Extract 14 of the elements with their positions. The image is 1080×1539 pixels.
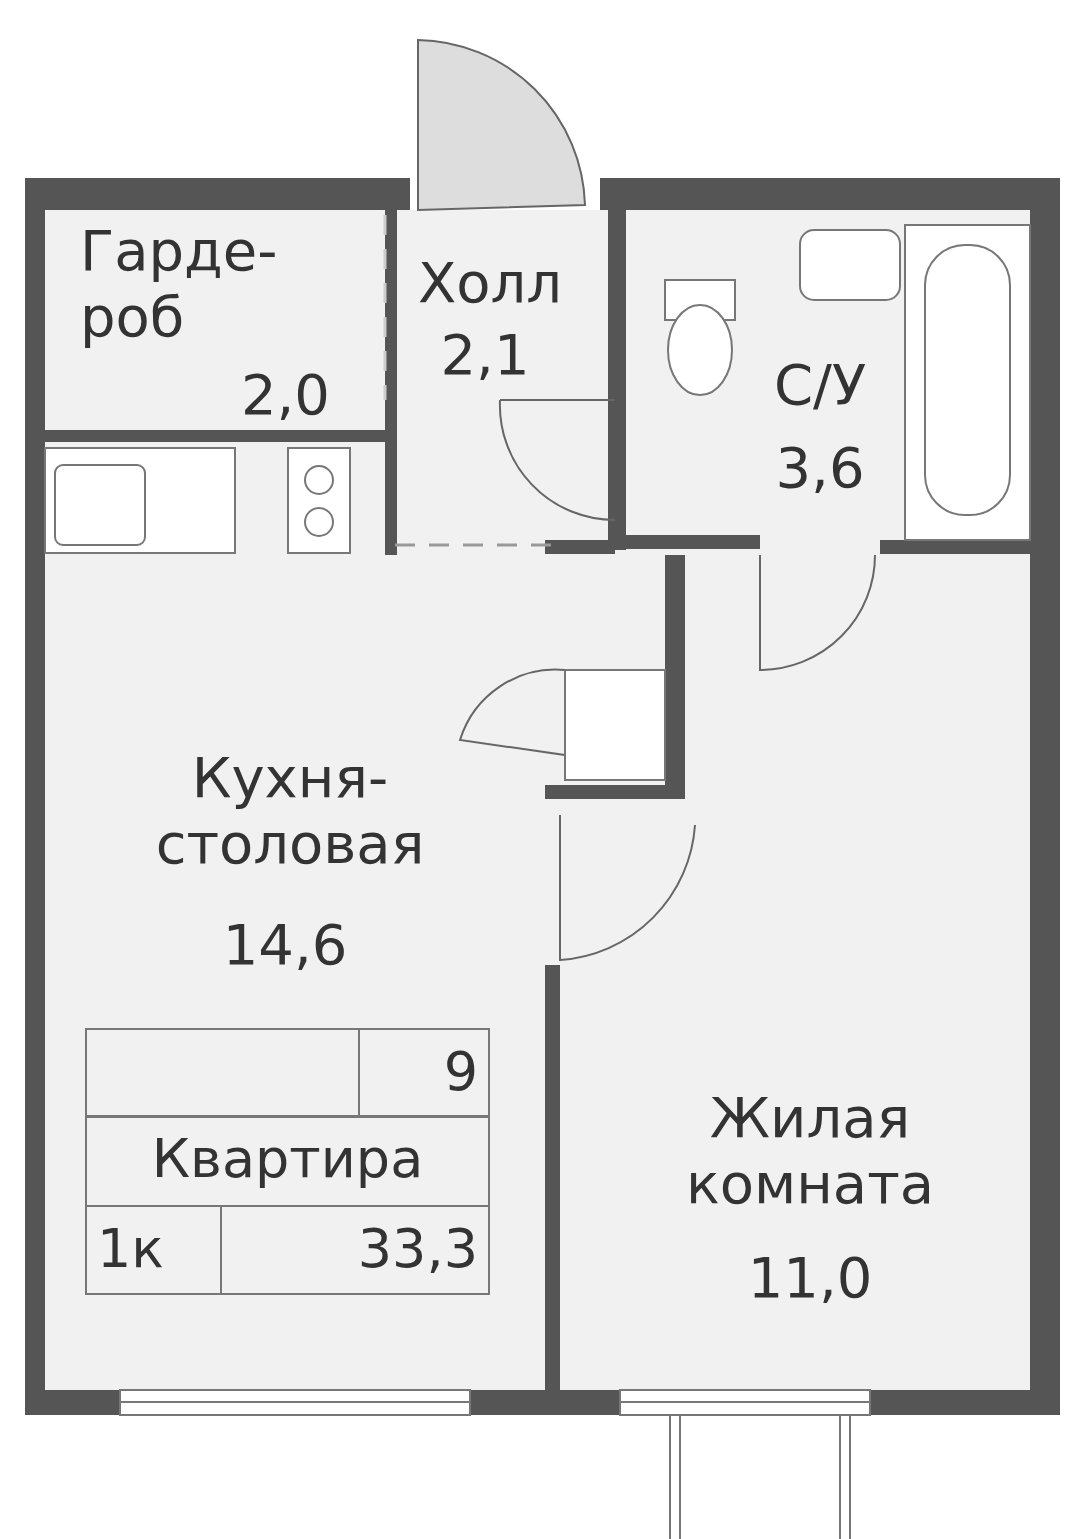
table-cell-text: 1к <box>97 1219 165 1279</box>
room-area: 11,0 <box>720 1245 900 1311</box>
table-cell-text: Квартира <box>150 1129 425 1189</box>
table-cell-text: 33,3 <box>356 1219 478 1279</box>
room-name: С/У <box>772 352 868 418</box>
room-area: 2,1 <box>425 322 545 388</box>
room-area: 2,0 <box>200 362 330 428</box>
room-name: Холл <box>416 250 564 316</box>
table-cell-text: 9 <box>442 1042 478 1102</box>
room-name: Гарде- роб <box>80 218 279 350</box>
room-name: Жилая комната <box>684 1085 936 1217</box>
room-area: 14,6 <box>200 912 370 978</box>
room-name: Кухня- столовая <box>154 745 426 877</box>
room-area: 3,6 <box>755 435 885 501</box>
